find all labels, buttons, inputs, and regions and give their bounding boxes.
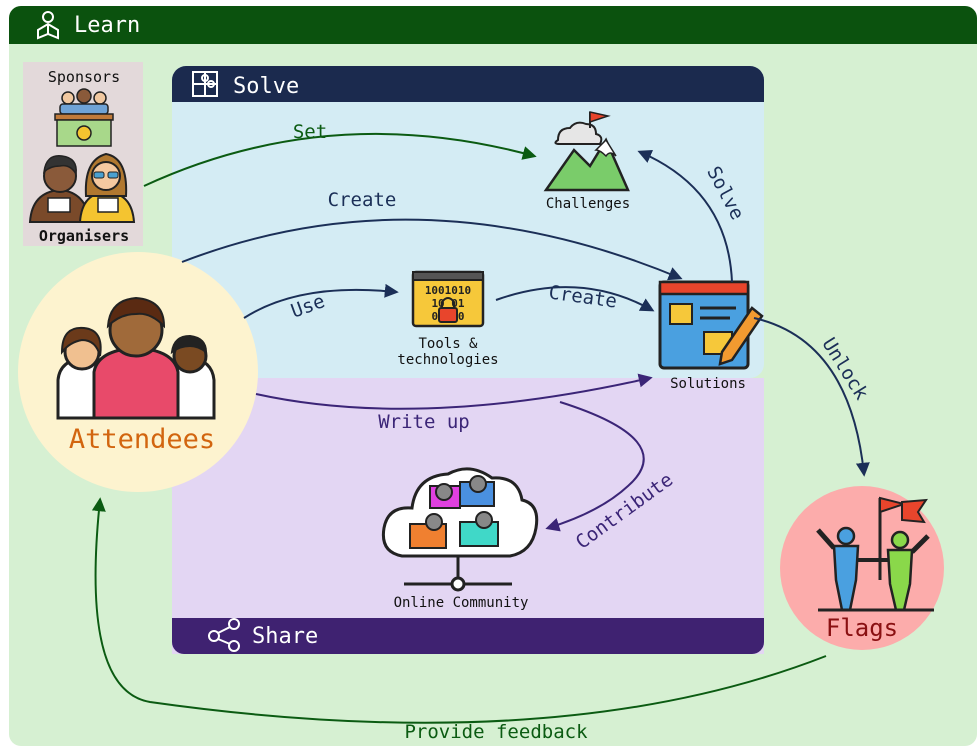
sponsors-icon [54, 88, 114, 147]
solutions-label: Solutions [670, 376, 746, 392]
edge-contribute [545, 401, 645, 532]
community-label: Online Community [394, 595, 529, 611]
solutions-node: Solutions [658, 280, 764, 392]
edge-create-top-label: Create [328, 189, 397, 211]
svg-text:10 01: 10 01 [431, 297, 464, 310]
challenges-node: Challenges [543, 111, 630, 212]
edge-create-top [181, 218, 683, 281]
edge-unlock [753, 317, 870, 477]
attendees-node: Attendees [18, 252, 258, 492]
community-node: Online Community [381, 467, 539, 611]
attendees-icon [56, 296, 216, 420]
edge-write-up-label: Write up [378, 411, 470, 433]
document-edit-icon [658, 280, 764, 370]
organisers-label: Organisers [39, 227, 129, 245]
cloud-network-icon [381, 467, 539, 592]
flags-node: Flags [780, 486, 944, 650]
sponsors-label: Sponsors [48, 68, 120, 86]
learn-icon [37, 11, 59, 40]
share-title: Share [252, 624, 318, 649]
edge-feedback [91, 497, 827, 724]
tools-node: 1001010 10 01 00 00 Tools & technologies [397, 270, 499, 368]
challenges-label: Challenges [546, 196, 630, 212]
tools-label-line1: Tools & [418, 336, 478, 352]
learn-title: Learn [74, 13, 140, 38]
edge-create-mid [495, 286, 655, 312]
share-icon [208, 618, 240, 652]
svg-text:1001010: 1001010 [425, 284, 471, 297]
edge-feedback-label: Provide feedback [404, 721, 588, 743]
binary-lock-icon: 1001010 10 01 00 00 [411, 270, 485, 328]
flag-people-icon [816, 496, 934, 612]
edge-solve [637, 150, 733, 283]
edge-write-up [255, 373, 653, 410]
puzzle-icon [192, 71, 218, 97]
organisers-icon [28, 152, 136, 223]
tools-label-line2: technologies [397, 352, 498, 368]
attendees-label: Attendees [69, 424, 215, 455]
flags-label: Flags [826, 614, 898, 642]
sponsors-organisers-box: Sponsors Organisers [23, 62, 143, 246]
mountain-icon [543, 111, 630, 192]
edge-set [143, 132, 537, 187]
edge-use [243, 283, 399, 319]
solve-title: Solve [233, 74, 299, 99]
edge-set-label: Set [293, 121, 327, 143]
